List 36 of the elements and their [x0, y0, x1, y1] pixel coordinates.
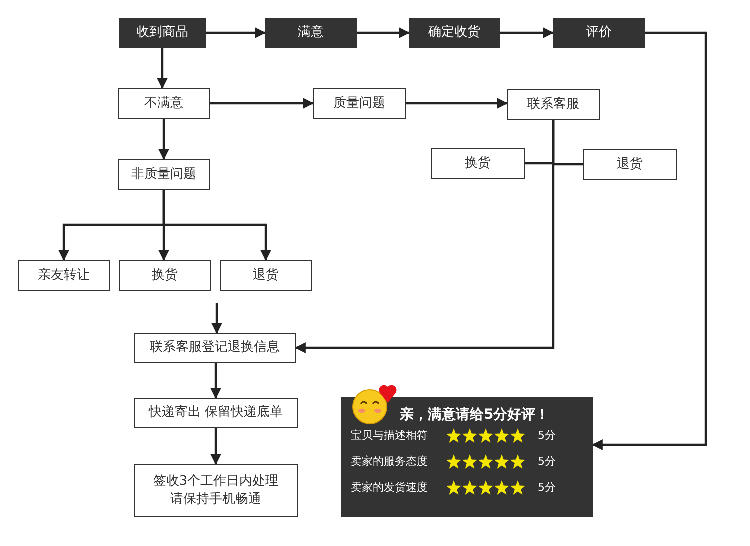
arrow	[210, 428, 222, 466]
process-box: 换货	[119, 260, 211, 291]
rating-criterion: 卖家的发货速度	[351, 481, 428, 496]
rating-score: 5分	[538, 481, 556, 496]
process-box: 联系客服	[507, 89, 600, 120]
arrow	[357, 28, 410, 38]
arrow	[210, 363, 222, 400]
process-box: 非质量问题	[118, 159, 210, 190]
process-box: 退货	[220, 260, 312, 291]
rating-criterion: 宝贝与描述相符	[351, 429, 428, 444]
arrow	[500, 28, 554, 38]
arrow	[294, 120, 555, 354]
step-box: 评价	[553, 18, 645, 48]
arrow	[210, 98, 314, 109]
process-box: 联系客服登记退换信息	[134, 333, 296, 363]
rating-score: 5分	[538, 455, 556, 470]
arrow	[212, 303, 222, 334]
step-box: 收到商品	[119, 18, 206, 48]
rating-score: 5分	[538, 429, 556, 444]
arrow	[162, 190, 272, 262]
rating-criterion: 卖家的服务态度	[351, 455, 428, 470]
process-box: 退货	[583, 149, 677, 180]
arrow	[406, 98, 508, 109]
panel-heading: 亲，满意请给5分好评！	[400, 406, 550, 425]
process-box: 快递寄出 保留快递底单	[134, 398, 298, 428]
arrow	[592, 32, 708, 450]
process-box: 签收3个工作日内处理请保持手机畅通	[134, 464, 298, 517]
step-box: 确定收货	[409, 18, 500, 48]
process-box: 换货	[431, 148, 525, 179]
process-box: 亲友转让	[18, 260, 110, 291]
arrow	[158, 119, 170, 160]
step-box: 满意	[265, 18, 357, 48]
arrow	[157, 48, 168, 90]
process-box: 质量问题	[313, 88, 406, 119]
process-box: 不满意	[118, 88, 210, 119]
arrow	[206, 28, 266, 38]
